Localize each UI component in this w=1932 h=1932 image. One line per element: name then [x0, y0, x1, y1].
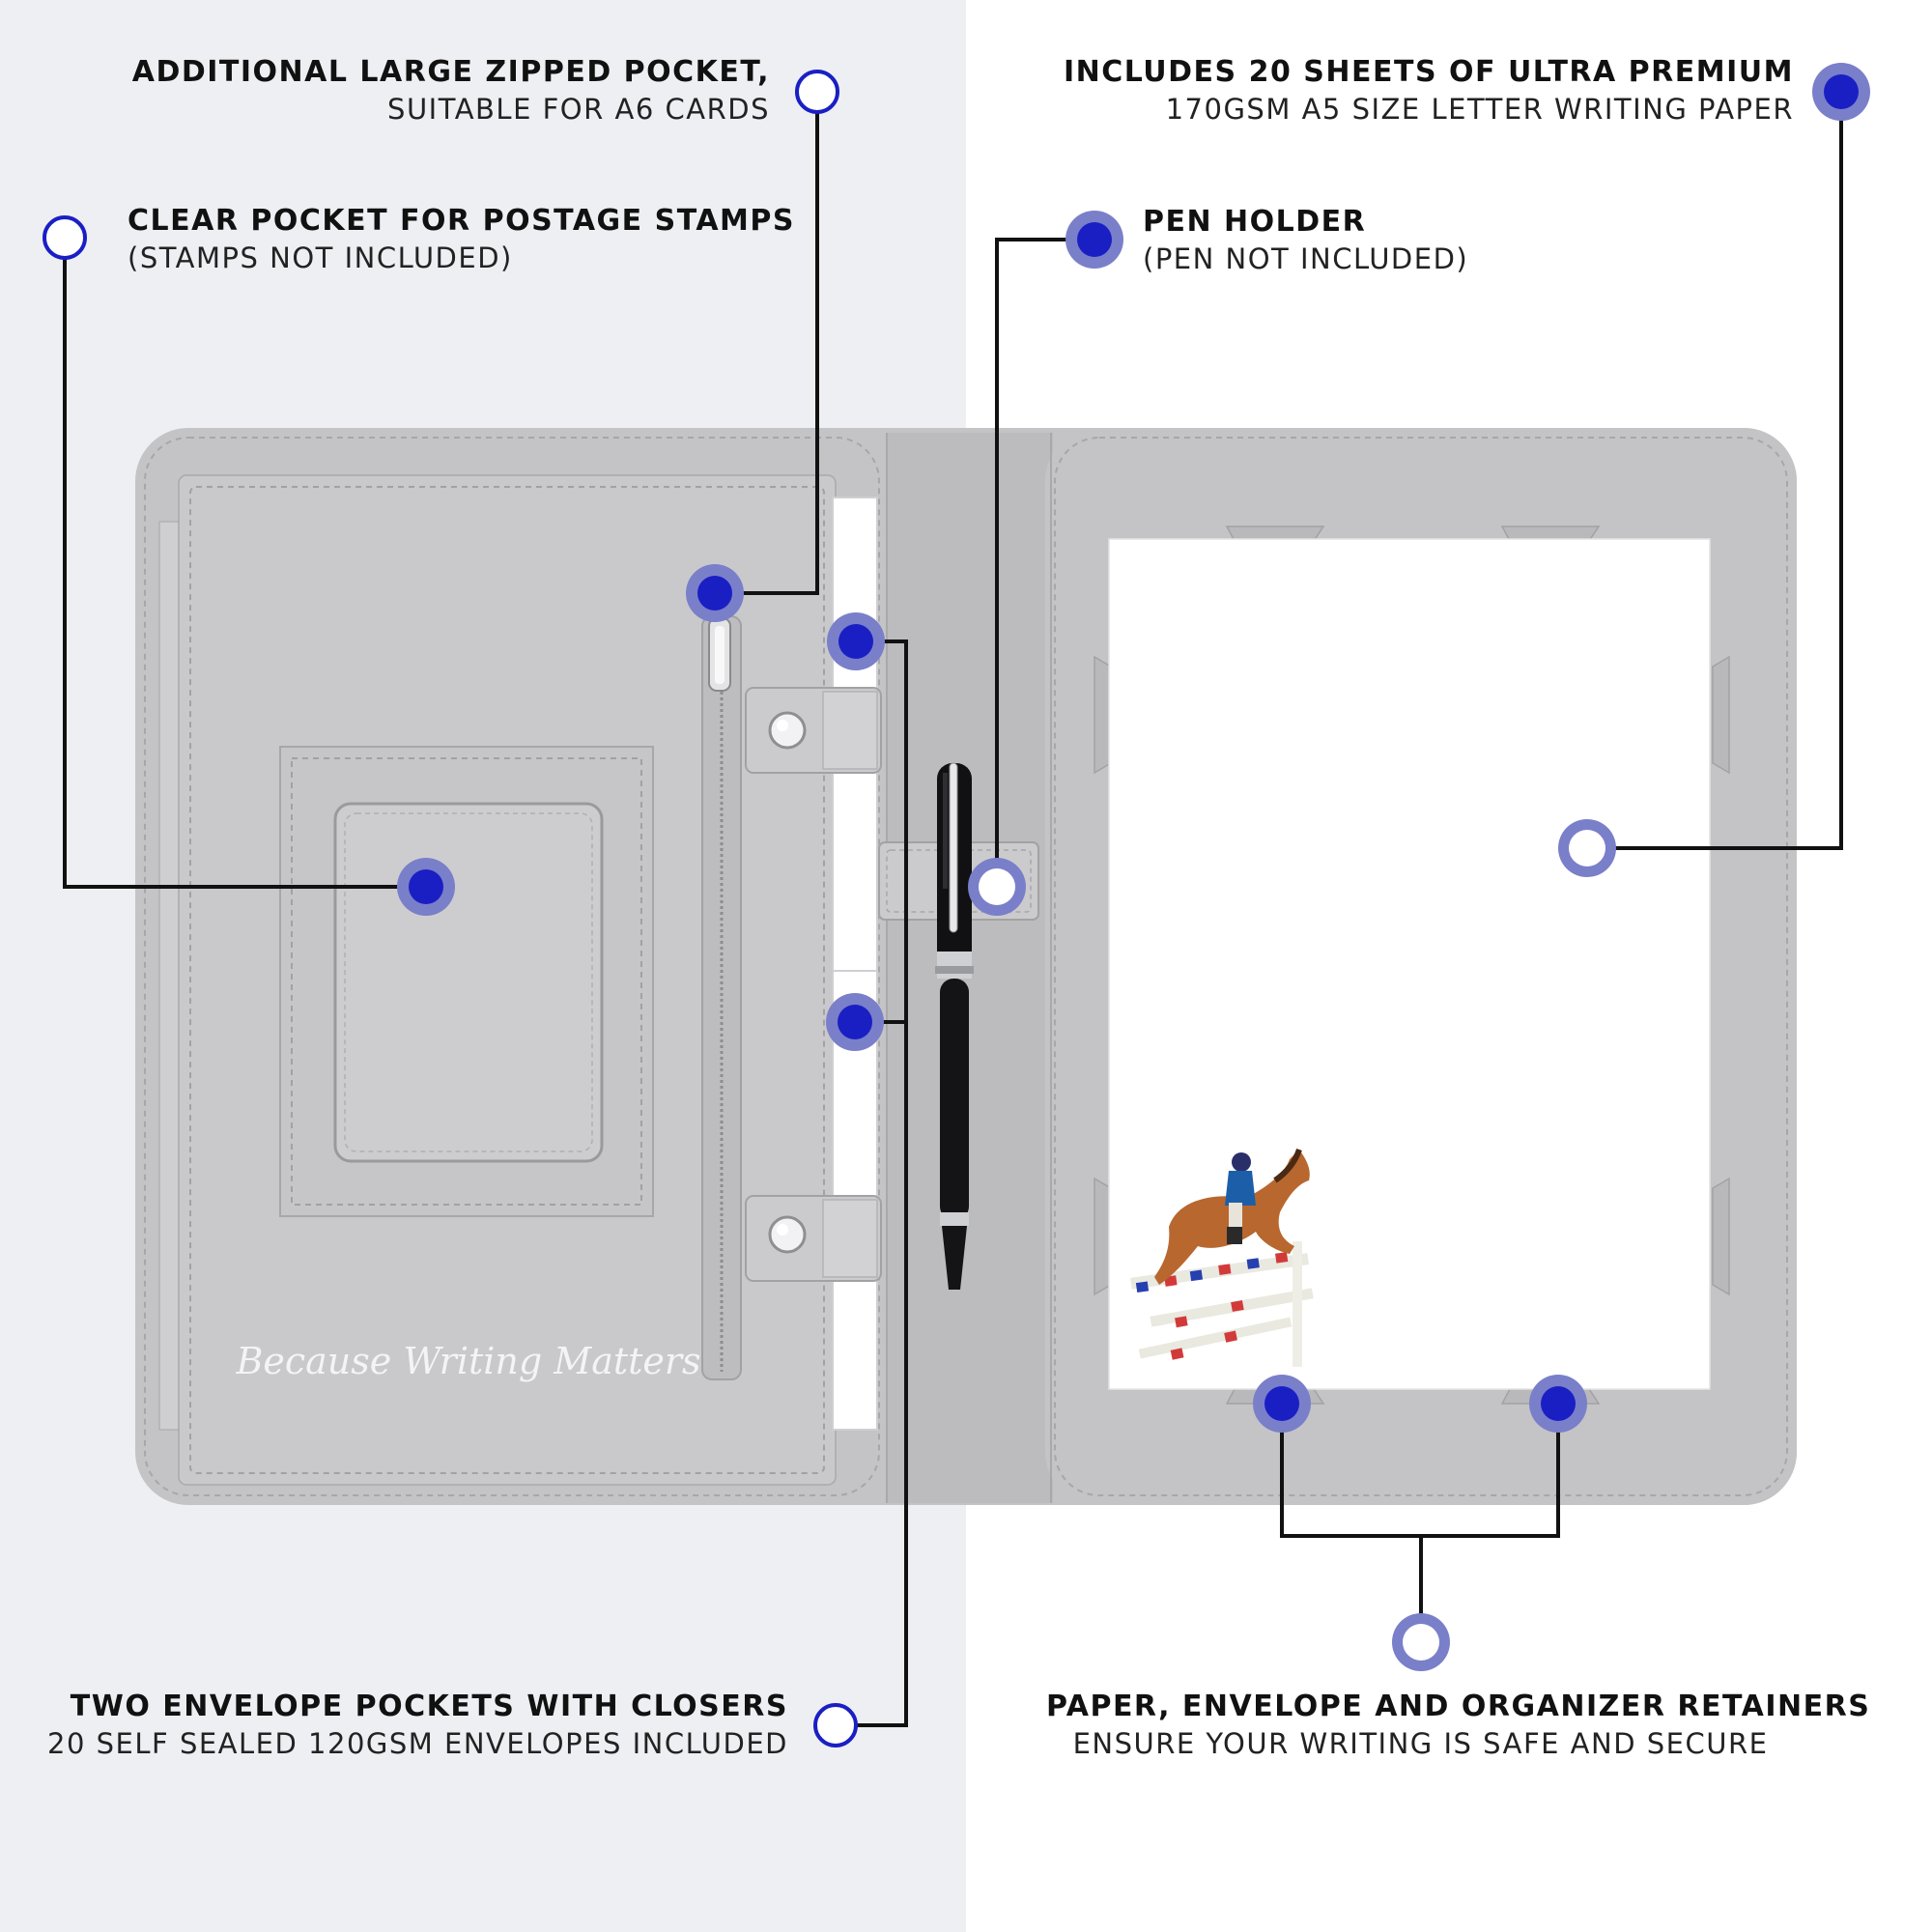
folio: Because Writing Matters [135, 428, 1797, 1505]
callout-stamps-pocket: Clear pocket for postage stamps (stamps … [128, 203, 795, 276]
brand-script: Because Writing Matters [235, 1340, 700, 1382]
writing-paper [1108, 538, 1711, 1390]
snap-closer-bottom [745, 1195, 882, 1282]
marker-stamps-label[interactable] [43, 215, 87, 260]
snap-closer-top [745, 687, 882, 774]
callout-envelopes-title: Two envelope pockets with closers [70, 1690, 788, 1723]
callout-pen-holder-title: Pen holder [1143, 205, 1367, 239]
callout-envelopes-subtitle: 20 self sealed 120gsm envelopes included [47, 1727, 788, 1760]
marker-zipped-pocket-label[interactable] [795, 70, 839, 114]
callout-paper-subtitle: 170gsm A5 size letter writing paper [1165, 93, 1794, 126]
stamp-pocket-window [333, 802, 604, 1163]
zipper-track [701, 615, 742, 1380]
callout-retainers-title: Paper, envelope and organizer retainers [1046, 1690, 1871, 1723]
callout-retainers: Paper, envelope and organizer retainers … [1046, 1689, 1871, 1762]
callout-zipped-pocket: Additional large zipped pocket, suitable… [132, 54, 770, 128]
callout-zipped-pocket-title: Additional large zipped pocket, [131, 55, 770, 89]
horse-illustration [1130, 1148, 1314, 1367]
callout-zipped-pocket-subtitle: suitable for A6 cards [387, 93, 770, 126]
marker-envelopes-label[interactable] [813, 1703, 858, 1747]
callout-pen-holder-subtitle: (pen not included) [1143, 242, 1469, 275]
callout-paper-title: Includes 20 sheets of ultra premium [1063, 55, 1794, 89]
callout-paper: Includes 20 sheets of ultra premium 170g… [1064, 54, 1794, 128]
callout-envelopes: Two envelope pockets with closers 20 sel… [47, 1689, 788, 1762]
callout-stamps-pocket-subtitle: (stamps not included) [128, 242, 513, 274]
callout-pen-holder: Pen holder (pen not included) [1143, 204, 1468, 277]
callout-retainers-subtitle: ensure your writing is safe and secure [1072, 1727, 1769, 1760]
markers [43, 63, 1870, 1747]
callout-stamps-pocket-title: Clear pocket for postage stamps [128, 204, 796, 238]
fountain-pen [935, 762, 974, 1290]
